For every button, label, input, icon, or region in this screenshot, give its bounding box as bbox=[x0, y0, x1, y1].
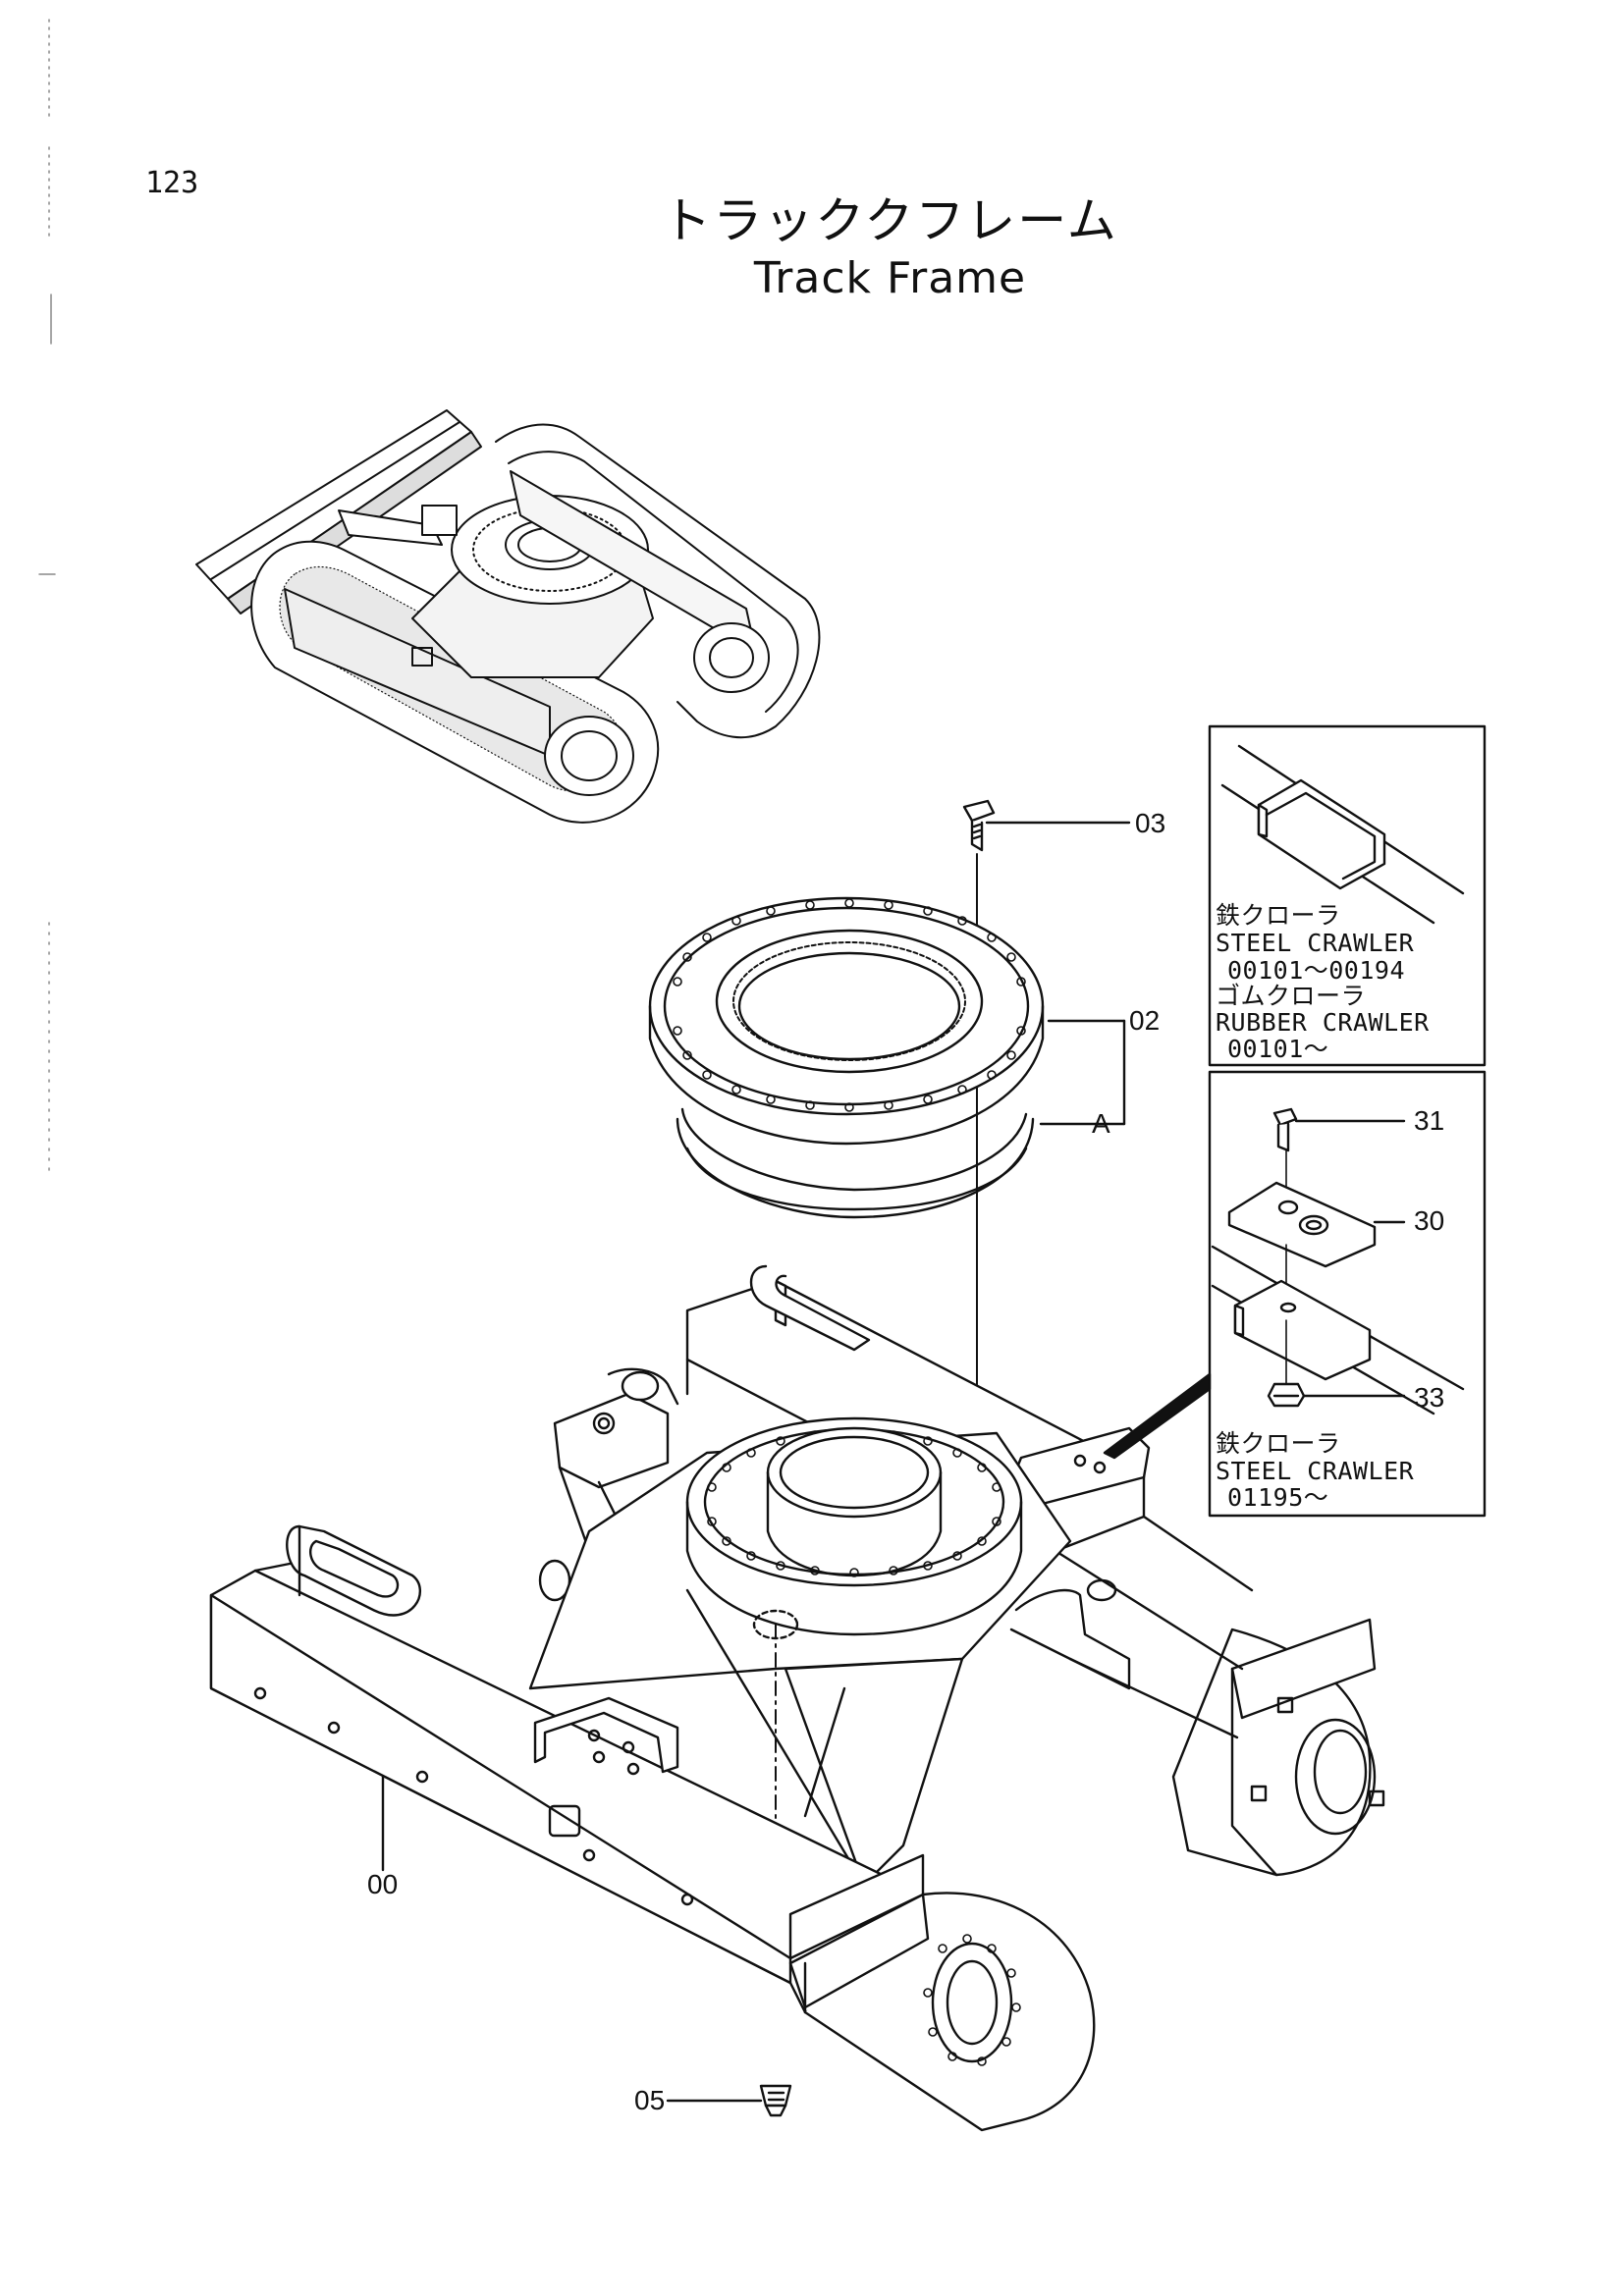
overview-undercarriage-illustration bbox=[195, 409, 821, 824]
inset-top-drawing bbox=[1220, 744, 1465, 925]
callout-label-33: 33 bbox=[1414, 1382, 1445, 1413]
callout-label-03: 03 bbox=[1135, 808, 1166, 838]
page-title-japanese: トラッククフレーム bbox=[662, 192, 1118, 249]
scan-margin-marks bbox=[38, 19, 56, 1179]
bolt-03 bbox=[962, 799, 1131, 852]
page-title-english: Track Frame bbox=[753, 253, 1027, 303]
callout-label-31: 31 bbox=[1414, 1105, 1445, 1136]
flange-bolt-holes bbox=[673, 898, 1026, 1112]
callout-label-02: 02 bbox=[1129, 1005, 1161, 1036]
inset-top-note-line1: 鉄クローラ bbox=[1216, 901, 1341, 930]
callout-label-30: 30 bbox=[1414, 1205, 1445, 1236]
track-frame-00 bbox=[209, 1264, 1385, 2132]
callout-label-A: A bbox=[1092, 1108, 1110, 1139]
page-number: 123 bbox=[145, 166, 199, 200]
inset-box-steel-crawler-late bbox=[1208, 1070, 1487, 1518]
grease-fitting-05 bbox=[666, 2084, 792, 2117]
inset-pointer-arrow bbox=[1103, 1372, 1212, 1460]
callout-label-00: 00 bbox=[367, 1869, 399, 1899]
inset-bottom-note-line1: 鉄クローラ bbox=[1216, 1429, 1341, 1458]
inset-bottom-drawing bbox=[1211, 1107, 1465, 1415]
callout-label-05: 05 bbox=[634, 2085, 666, 2115]
inset-bottom-note-line2: STEEL CRAWLER bbox=[1216, 1457, 1415, 1485]
inset-top-note-line2: STEEL CRAWLER bbox=[1216, 929, 1415, 957]
inset-top-note-line4: ゴムクローラ bbox=[1216, 982, 1367, 1010]
inset-top-note-line3: 00101～00194 bbox=[1227, 956, 1406, 985]
inset-top-note-line5: RUBBER CRAWLER bbox=[1216, 1008, 1430, 1037]
swing-bearing-02 bbox=[648, 853, 1126, 1454]
inset-top-note-line6: 00101～ bbox=[1227, 1035, 1329, 1063]
inset-box-steel-rubber-crawler bbox=[1208, 724, 1487, 1067]
inset-bottom-note-line3: 01195～ bbox=[1227, 1483, 1329, 1512]
